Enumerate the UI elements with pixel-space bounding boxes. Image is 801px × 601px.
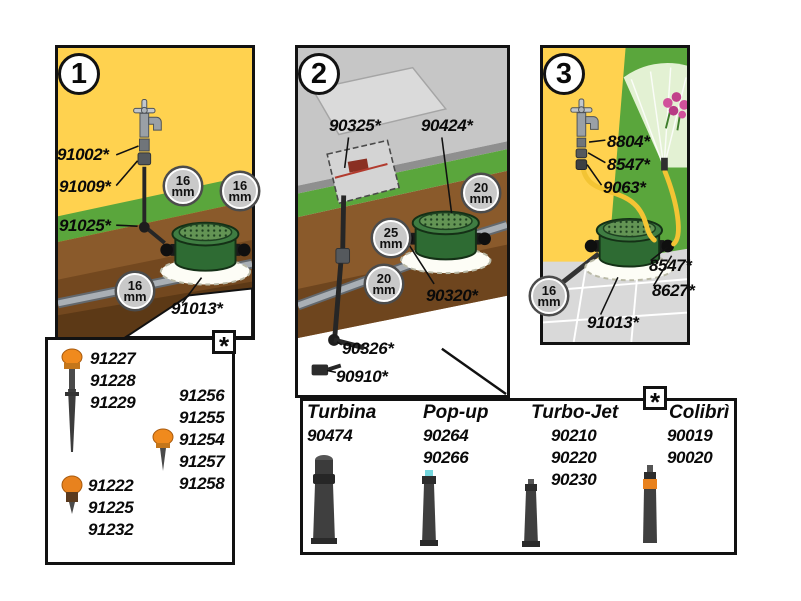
legend-code: 91257 <box>179 452 225 471</box>
part-code-label: 90424* <box>421 116 473 135</box>
riser-pipe-illustration <box>340 195 347 251</box>
legend-code: 91232 <box>88 520 134 539</box>
colibri-sprinkler-icon <box>643 465 657 543</box>
compact-sprinkler-icon <box>61 475 83 514</box>
sprinkler-icon <box>661 157 668 171</box>
part-code-label: 8547* <box>607 155 650 174</box>
legend-code: 90264 <box>423 426 469 445</box>
legend-code: 90210 <box>551 426 597 445</box>
part-code-label: 90910* <box>336 367 388 386</box>
part-code-label: 91013* <box>171 299 223 318</box>
legend-code: 91222 <box>88 476 134 495</box>
part-code-label: 90326* <box>342 339 394 358</box>
legend-code: 90019 <box>667 426 713 445</box>
part-code-label: 8627* <box>652 281 695 300</box>
tap-connector-icon <box>138 138 150 152</box>
flowers-illustration <box>663 92 687 131</box>
callout-wedge <box>124 287 252 337</box>
legend-column-header: Colibrì <box>669 402 730 423</box>
part-code-label: 91013* <box>587 313 639 332</box>
legend-code: 91256 <box>179 386 225 405</box>
grass-band <box>58 174 252 242</box>
coupling-icon <box>575 148 588 159</box>
callout-edge <box>441 347 507 395</box>
mini-sprinkler-icon <box>152 428 174 471</box>
panel-1-scene <box>58 48 252 337</box>
legend-code: 91228 <box>90 371 136 390</box>
panel-1-parts-legend <box>45 337 235 565</box>
part-code-label: 91025* <box>59 216 111 235</box>
part-code-label: 90320* <box>426 286 478 305</box>
legend-code: 90230 <box>551 470 597 489</box>
panel-3-scene <box>543 48 687 342</box>
garden-hose-illustration <box>580 167 681 247</box>
coupling-icon <box>335 248 351 264</box>
legend-code: 91258 <box>179 474 225 493</box>
valve-box-icon <box>399 210 492 275</box>
valve-box-icon <box>159 221 252 286</box>
legend-code: 91229 <box>90 393 136 412</box>
legend-code: 91254 <box>179 430 225 449</box>
legend-column-header: Turbina <box>307 402 377 423</box>
legend-code: 90474 <box>307 426 353 445</box>
elbow-icon <box>138 221 150 233</box>
part-code-label: 9063* <box>603 178 646 197</box>
legend-code: 90266 <box>423 448 469 467</box>
step-number-3: 3 <box>543 53 585 95</box>
legend-column-header: Pop-up <box>423 402 489 423</box>
part-code-label: 90325* <box>329 116 381 135</box>
panel-2-scene <box>298 48 507 395</box>
asterisk-chip: * <box>212 330 236 354</box>
step-number-1: 1 <box>58 53 100 95</box>
tap-connector-icon <box>576 137 587 148</box>
popup-sprinkler-icon <box>420 470 438 546</box>
asterisk-chip: * <box>643 386 667 410</box>
leader-lines <box>326 137 453 374</box>
legend-code: 91255 <box>179 408 225 427</box>
panel-1-frame <box>55 45 255 340</box>
panel-3-frame <box>540 45 690 345</box>
buried-box-illustration <box>326 139 401 205</box>
legend-code: 91225 <box>88 498 134 517</box>
end-plug-icon <box>311 364 329 376</box>
step-number-2: 2 <box>298 53 340 95</box>
part-code-label: 91002* <box>57 145 109 164</box>
part-code-label: 8547* <box>649 256 692 275</box>
spray-illustration <box>623 62 687 168</box>
part-code-label: 91009* <box>59 177 111 196</box>
micro-fitting-icon <box>347 158 369 173</box>
part-code-label: 8804* <box>607 132 650 151</box>
spike-sprinkler-icon <box>61 348 83 452</box>
turbojet-sprinkler-icon <box>522 479 540 547</box>
leader-lines <box>115 145 203 304</box>
legend-column-header: Turbo-Jet <box>531 402 619 423</box>
adapter-icon <box>137 152 152 166</box>
legend-code: 90020 <box>667 448 713 467</box>
panel-2-parts-legend <box>300 398 737 555</box>
legend-code: 91227 <box>90 349 136 368</box>
legend-code: 90220 <box>551 448 597 467</box>
hose-connector-icon <box>575 159 588 171</box>
leader-lines <box>586 139 673 315</box>
turbina-sprinkler-icon <box>311 455 337 544</box>
panel-2-frame <box>295 45 510 398</box>
